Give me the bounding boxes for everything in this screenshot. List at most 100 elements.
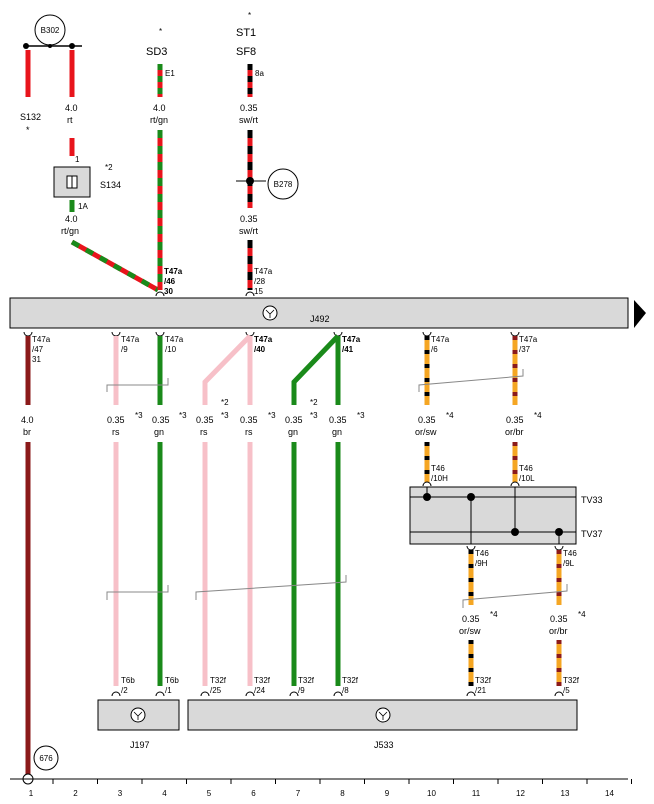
w8-star: *3 (357, 411, 365, 420)
ruler-number: 2 (73, 789, 78, 798)
c41-conn: T47a (342, 335, 361, 344)
w7-star2: *2 (310, 398, 318, 407)
ruler-number: 12 (516, 789, 525, 798)
w8-size: 0.35 (329, 415, 347, 425)
t32f21-conn: T32f (475, 676, 492, 685)
c9h-pin: /9H (475, 559, 488, 568)
b302-label: B302 (41, 26, 60, 35)
c40-conn: T47a (254, 335, 273, 344)
ruler-number: 8 (340, 789, 345, 798)
w4-star: *3 (179, 411, 187, 420)
c10h-pin: /10H (431, 474, 448, 483)
w5-star3: *3 (221, 411, 229, 420)
ruler-number: 4 (162, 789, 167, 798)
ruler-number: 1 (29, 789, 34, 798)
w5-star2: *2 (221, 398, 229, 407)
t6b2-conn: T6b (121, 676, 135, 685)
w-sf8-a-color: sw/rt (239, 115, 258, 125)
t6b1-conn: T6b (165, 676, 179, 685)
tv-junction-block (409, 486, 577, 545)
b278-label: B278 (274, 180, 293, 189)
s132-label: S132 (20, 112, 41, 122)
t32f5-pin: /5 (563, 686, 570, 695)
w-s132-size: 4.0 (65, 103, 78, 113)
page-continue-arrow-icon[interactable] (634, 300, 646, 328)
t32f8-conn: T32f (342, 676, 359, 685)
w3-color: rs (112, 427, 120, 437)
w7-color: gn (288, 427, 298, 437)
pin-e1: E1 (165, 69, 175, 78)
ruler-number: 5 (207, 789, 212, 798)
st1-star: * (248, 11, 251, 20)
w-s134-color: rt/gn (61, 226, 79, 236)
s134-star: *2 (105, 163, 113, 172)
w13b-color: or/br (549, 626, 568, 636)
w11b-color: or/sw (459, 626, 481, 636)
w6-star: *3 (268, 411, 276, 420)
w6-color: rs (245, 427, 253, 437)
w12-size: 0.35 (506, 415, 524, 425)
c28-pin: /28 (254, 277, 266, 286)
j492-module: J492 (9, 297, 629, 329)
ruler-number: 7 (296, 789, 301, 798)
w3-star: *3 (135, 411, 143, 420)
s132-star: * (26, 125, 30, 135)
w-sd3-size: 4.0 (153, 103, 166, 113)
c10h-conn: T46 (431, 464, 445, 473)
sf8-label: SF8 (236, 46, 256, 58)
b278-symbol: B278 (267, 168, 299, 200)
c28-pin2: 15 (254, 287, 263, 296)
w10-color: or/sw (415, 427, 437, 437)
t32f25-conn: T32f (210, 676, 227, 685)
c10l-pin: /10L (519, 474, 535, 483)
w13b-star: *4 (578, 610, 586, 619)
c10-pin: /10 (165, 345, 177, 354)
ruler-number: 9 (385, 789, 390, 798)
c37-pin: /37 (519, 345, 531, 354)
c10-conn: T47a (165, 335, 184, 344)
ruler-number: 10 (427, 789, 436, 798)
c46-pin: /46 (164, 277, 176, 286)
c47-pin2: 31 (32, 355, 41, 364)
pin-1a: 1A (78, 202, 88, 211)
w13b-size: 0.35 (550, 614, 568, 624)
b302-symbol: B302 (34, 14, 66, 46)
w12-star: *4 (534, 411, 542, 420)
c47-conn: T47a (32, 335, 51, 344)
j533-module (187, 699, 578, 731)
w-sf8-a-size: 0.35 (240, 103, 258, 113)
c47-pin: /47 (32, 345, 44, 354)
c9l-pin: /9L (563, 559, 575, 568)
c46-pin2: 30 (164, 287, 173, 296)
w7-star3: *3 (310, 411, 318, 420)
w10-star: *4 (446, 411, 454, 420)
c9h-conn: T46 (475, 549, 489, 558)
ruler-number: 3 (118, 789, 123, 798)
pin-8a: 8a (255, 69, 264, 78)
w4-size: 0.35 (152, 415, 170, 425)
w11b-size: 0.35 (462, 614, 480, 624)
t32f21-pin: /21 (475, 686, 487, 695)
w1-color: br (23, 427, 31, 437)
ruler-number: 14 (605, 789, 614, 798)
w-sf8-b-size: 0.35 (240, 214, 258, 224)
c37-conn: T47a (519, 335, 538, 344)
c41-pin: /41 (342, 345, 354, 354)
w7-size: 0.35 (285, 415, 303, 425)
tv33-label: TV33 (581, 495, 603, 505)
tv37-label: TV37 (581, 529, 603, 539)
t6b2-pin: /2 (121, 686, 128, 695)
w10-size: 0.35 (418, 415, 436, 425)
w12-color: or/br (505, 427, 524, 437)
sd3-star: * (159, 27, 162, 36)
c6-conn: T47a (431, 335, 450, 344)
st1-label: ST1 (236, 27, 256, 39)
s134-label: S134 (100, 180, 121, 190)
s134-fuse (53, 166, 91, 198)
w5-size: 0.35 (196, 415, 214, 425)
j197-label: J197 (130, 740, 150, 750)
c28-conn: T47a (254, 267, 273, 276)
t32f9-pin: /9 (298, 686, 305, 695)
